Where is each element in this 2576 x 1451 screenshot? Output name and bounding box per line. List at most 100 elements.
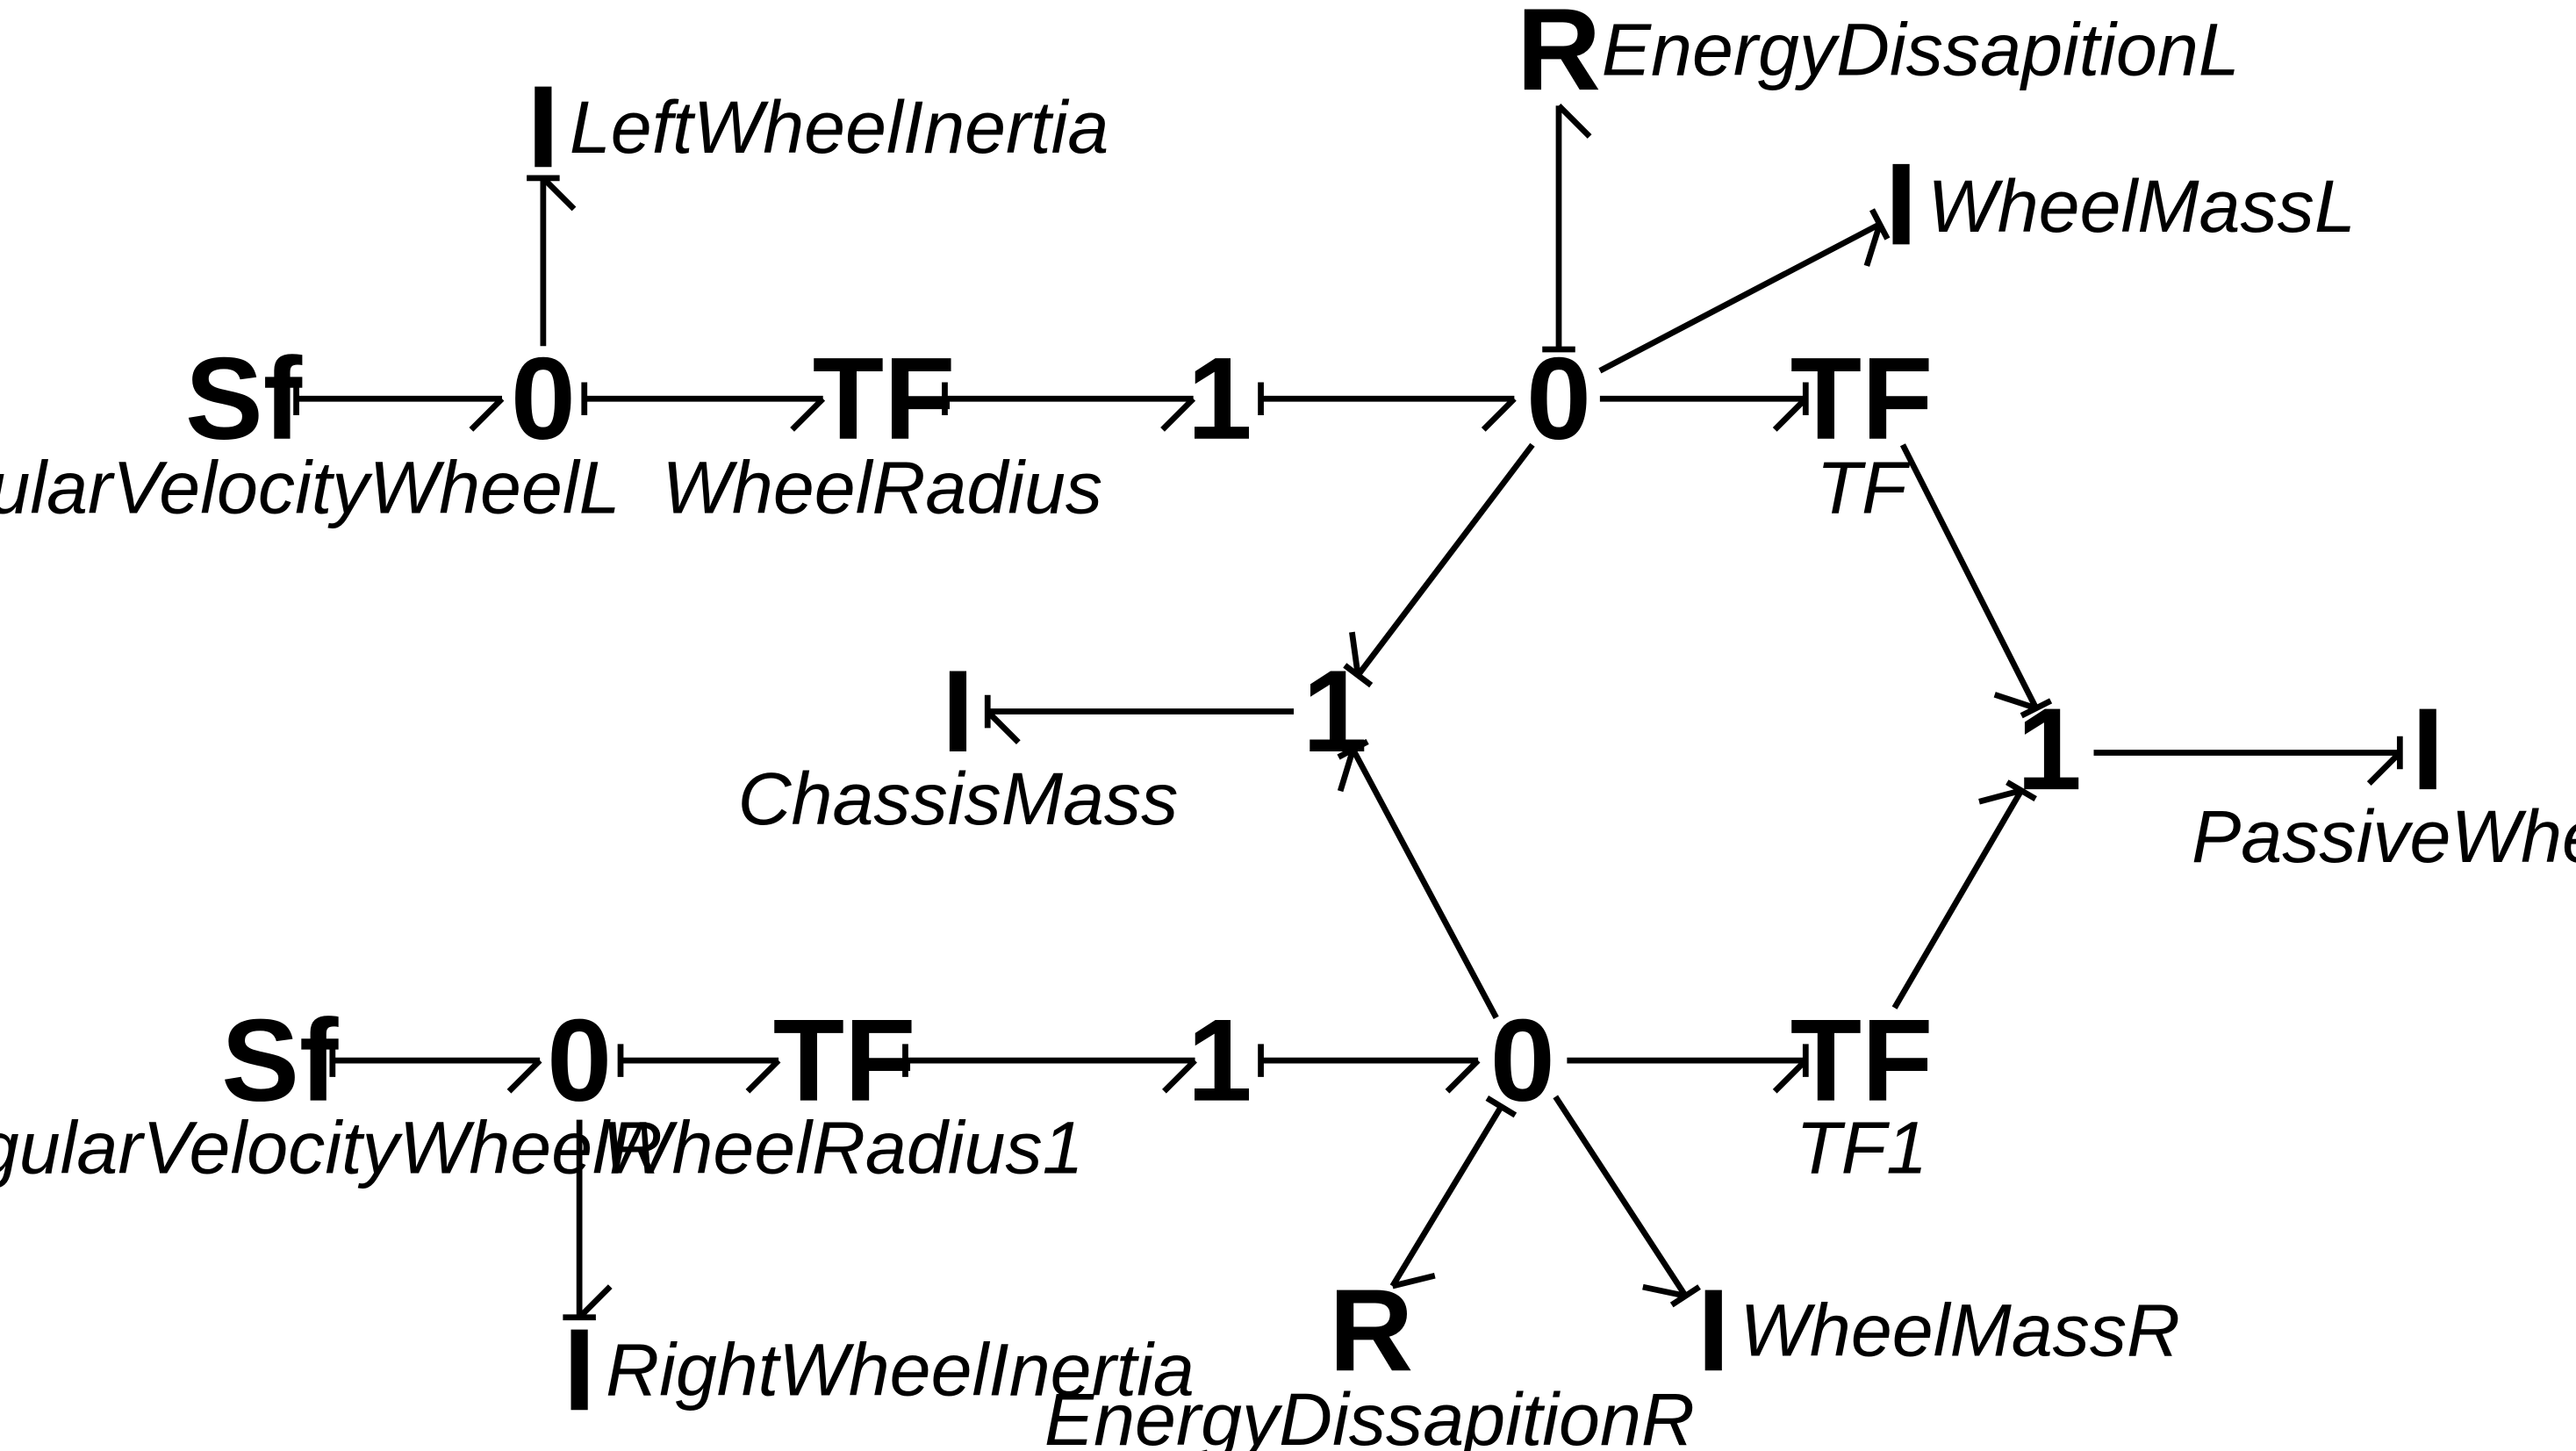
node-j0_r2: 0 — [1490, 995, 1555, 1126]
element-label: TF1 — [1796, 1107, 1927, 1189]
element-symbol: 0 — [511, 334, 576, 464]
bond-j0_l2-to-i_wml — [1598, 208, 1891, 374]
half-arrow-head — [1160, 396, 1196, 432]
half-arrow-head — [985, 709, 1021, 745]
element-label: TF — [1817, 447, 1912, 529]
element-symbol: 1 — [1188, 334, 1252, 464]
bond-line — [1389, 1104, 1504, 1288]
bond-j1_l-to-j0_l2 — [1258, 382, 1517, 432]
half-arrow-head — [506, 1058, 542, 1094]
element-symbol: 1 — [1188, 995, 1252, 1126]
bond-j0_r1-to-tf_wr1 — [617, 1044, 781, 1094]
element-symbol: TF — [813, 334, 956, 464]
element-symbol: 0 — [1526, 334, 1591, 464]
element-label: ChassisMass — [738, 758, 1179, 840]
half-arrow-head — [1978, 787, 2022, 805]
element-symbol: I — [942, 646, 974, 777]
element-symbol: 1 — [2017, 684, 2082, 815]
element-label: EnergyDissapitionR — [1044, 1378, 1695, 1451]
half-arrow-head — [1162, 1058, 1197, 1094]
half-arrow-head — [1391, 1272, 1436, 1289]
bond-j0_l2-to-tf_tf — [1599, 382, 1809, 432]
element-label: WheelRadius1 — [602, 1107, 1084, 1189]
bond-tf_tf1-to-j1_p — [1891, 779, 2037, 1009]
bond-j1_r-to-j0_r2 — [1258, 1044, 1481, 1094]
half-arrow-head — [1556, 104, 1592, 139]
node-sf_r: SfAngularVelocityWheelR — [0, 995, 663, 1189]
bond-line — [1899, 443, 2039, 710]
bond-j0_r2-to-j1_c — [1337, 738, 1499, 1019]
bond-sf_r-to-j0_r1 — [329, 1044, 542, 1094]
element-label: WheelMassL — [1927, 165, 2356, 248]
element-label: EnergyDissapitionL — [1602, 9, 2240, 91]
node-j0_l2: 0 — [1526, 334, 1591, 464]
element-symbol: 0 — [1490, 995, 1555, 1126]
node-j0_r1: 0 — [547, 995, 612, 1126]
element-label: RightWheelInertia — [606, 1329, 1195, 1411]
half-arrow-head — [1993, 692, 2037, 712]
half-arrow-head — [1349, 631, 1361, 676]
element-label: WheelMassR — [1740, 1289, 2180, 1372]
node-sf_l: SfAngularVelocityWheelL — [0, 334, 621, 529]
element-symbol: Sf — [185, 334, 303, 464]
element-symbol: 1 — [1302, 646, 1367, 777]
element-symbol: I — [563, 1304, 596, 1435]
element-symbol: Sf — [221, 995, 339, 1126]
half-arrow-head — [1445, 1058, 1481, 1094]
bond-j0_r1-to-i_rwi — [563, 1119, 613, 1321]
causal-stroke — [2020, 698, 2053, 719]
element-symbol: I — [1885, 139, 1918, 269]
element-symbol: TF — [773, 995, 916, 1126]
element-symbol: I — [2412, 684, 2444, 815]
element-symbol: R — [1329, 1265, 1413, 1396]
element-symbol: R — [1517, 0, 1601, 115]
element-label: PassiveWheel — [2192, 795, 2576, 878]
bond-j0_l1-to-i_lwi — [527, 175, 577, 347]
bond-line — [1355, 442, 1535, 678]
node-j1_c: 1 — [1302, 646, 1367, 777]
half-arrow-head — [745, 1058, 781, 1094]
bond-j0_l1-to-tf_wr — [581, 382, 826, 432]
causal-stroke — [1485, 1095, 1518, 1118]
element-symbol: TF — [1790, 334, 1934, 464]
element-symbol: 0 — [547, 995, 612, 1126]
bond-tf_tf-to-j1_p — [1899, 443, 2053, 719]
half-arrow-head — [1772, 1058, 1808, 1094]
bond-line — [1598, 221, 1882, 374]
bond-j0_l2-to-r_edl — [1542, 104, 1592, 353]
half-arrow-head — [2366, 751, 2402, 786]
bond-tf_wr1-to-j1_r — [902, 1044, 1197, 1094]
half-arrow-head — [1481, 396, 1517, 432]
node-j1_l: 1 — [1188, 334, 1252, 464]
half-arrow-head — [469, 396, 505, 432]
causal-stroke — [1869, 208, 1891, 241]
element-symbol: TF — [1790, 995, 1934, 1126]
half-arrow-head — [1642, 1283, 1687, 1299]
half-arrow-head — [1863, 223, 1883, 267]
bond-j1_p-to-i_pw — [2093, 736, 2403, 786]
causal-stroke — [1343, 663, 1374, 688]
bond-line — [1891, 788, 2024, 1009]
element-symbol: I — [527, 61, 559, 192]
causal-stroke — [2006, 779, 2037, 801]
node-i_pw: IPassiveWheel — [2192, 684, 2576, 878]
bond-j0_l2-to-j1_c — [1343, 442, 1535, 688]
bond-j0_r2-to-tf_tf1 — [1567, 1044, 1809, 1094]
element-label: AngularVelocityWheelL — [0, 447, 621, 529]
element-label: AngularVelocityWheelR — [0, 1107, 663, 1189]
bond-tf_wr-to-j1_l — [942, 382, 1196, 432]
bonds-layer — [293, 104, 2403, 1321]
causal-stroke — [1669, 1284, 1701, 1308]
element-label: WheelRadius — [662, 447, 1102, 529]
